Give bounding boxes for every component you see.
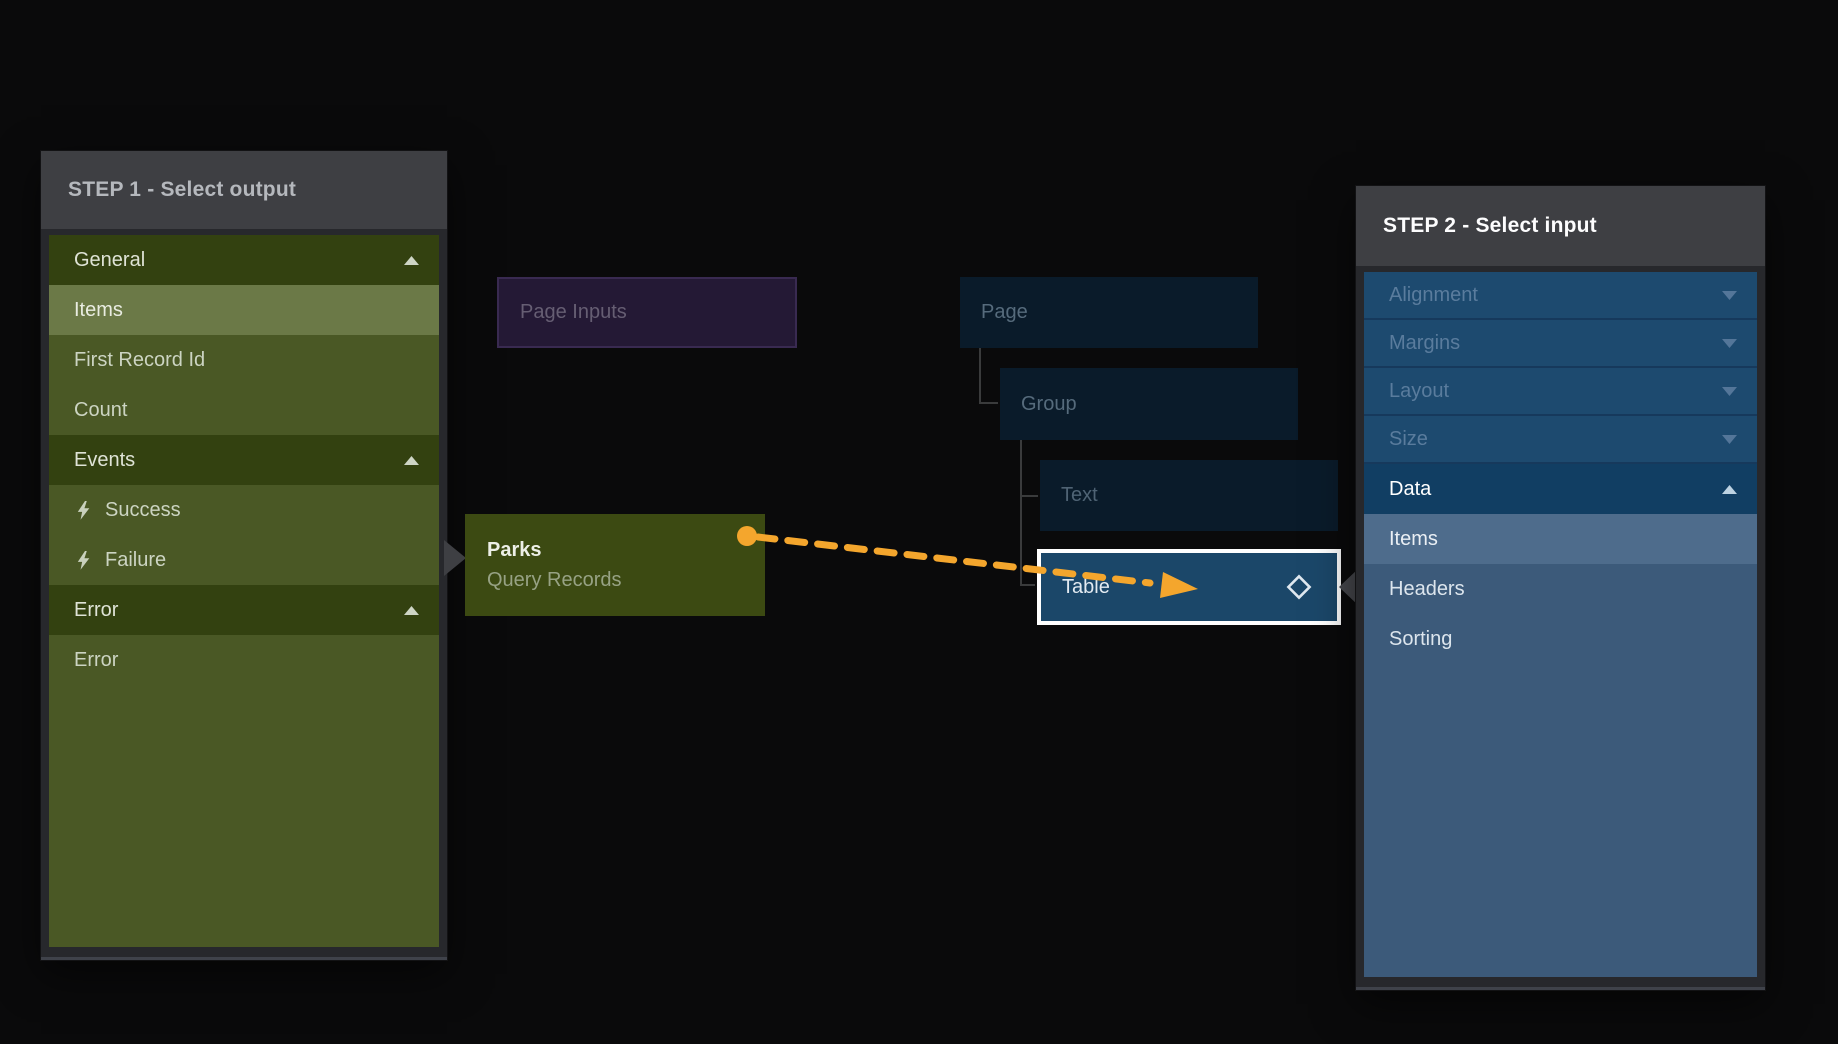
chevron-down-icon [1722, 386, 1737, 396]
node-group[interactable]: Group [1000, 368, 1298, 440]
step1-title-text: STEP 1 - Select output [68, 178, 297, 201]
input-connector-handle [1339, 568, 1359, 606]
output-item-items[interactable]: Items [49, 285, 439, 335]
tree-line [1020, 440, 1022, 586]
input-group-data[interactable]: Data [1364, 464, 1757, 514]
output-item-success[interactable]: Success [49, 485, 439, 535]
chevron-down-icon [1722, 434, 1737, 444]
chevron-up-icon [404, 255, 419, 265]
lightning-icon [77, 500, 90, 520]
tree-line [1020, 584, 1035, 586]
output-section-events[interactable]: Events [49, 435, 439, 485]
node-page[interactable]: Page [960, 277, 1258, 348]
step2-panel-title: STEP 2 - Select input [1356, 186, 1765, 266]
tree-line [979, 402, 998, 404]
node-table[interactable]: Table [1037, 549, 1341, 625]
tree-line [979, 348, 981, 404]
diamond-icon [1286, 574, 1312, 600]
lightning-icon [77, 550, 90, 570]
step2-title-text: STEP 2 - Select input [1383, 214, 1597, 237]
step1-output-list: General Items First Record Id Count Even… [49, 235, 439, 947]
chevron-down-icon [1722, 290, 1737, 300]
input-group-layout[interactable]: Layout [1364, 368, 1757, 416]
chevron-down-icon [1722, 338, 1737, 348]
step2-panel: STEP 2 - Select input Alignment Margins … [1356, 186, 1765, 990]
node-page-inputs[interactable]: Page Inputs [497, 277, 797, 348]
input-group-size[interactable]: Size [1364, 416, 1757, 464]
chevron-up-icon [404, 455, 419, 465]
step2-list-filler [1364, 664, 1757, 977]
step1-list-filler [49, 685, 439, 947]
input-item-headers[interactable]: Headers [1364, 564, 1757, 614]
output-section-error[interactable]: Error [49, 585, 439, 635]
step1-panel-title: STEP 1 - Select output [41, 151, 447, 229]
chevron-up-icon [404, 605, 419, 615]
input-group-margins[interactable]: Margins [1364, 320, 1757, 368]
input-item-sorting[interactable]: Sorting [1364, 614, 1757, 664]
input-item-items[interactable]: Items [1364, 514, 1757, 564]
output-section-general[interactable]: General [49, 235, 439, 285]
step1-panel: STEP 1 - Select output General Items Fir… [41, 151, 447, 960]
output-item-first-record-id[interactable]: First Record Id [49, 335, 439, 385]
output-item-failure[interactable]: Failure [49, 535, 439, 585]
node-text[interactable]: Text [1040, 460, 1338, 531]
input-group-alignment[interactable]: Alignment [1364, 272, 1757, 320]
tree-line [1020, 495, 1038, 497]
output-item-error[interactable]: Error [49, 635, 439, 685]
step2-input-list: Alignment Margins Layout Size Data Items [1364, 272, 1757, 977]
output-item-count[interactable]: Count [49, 385, 439, 435]
node-parks-query-records[interactable]: Parks Query Records [465, 514, 765, 616]
output-connector-handle [444, 540, 466, 576]
chevron-up-icon [1722, 484, 1737, 494]
